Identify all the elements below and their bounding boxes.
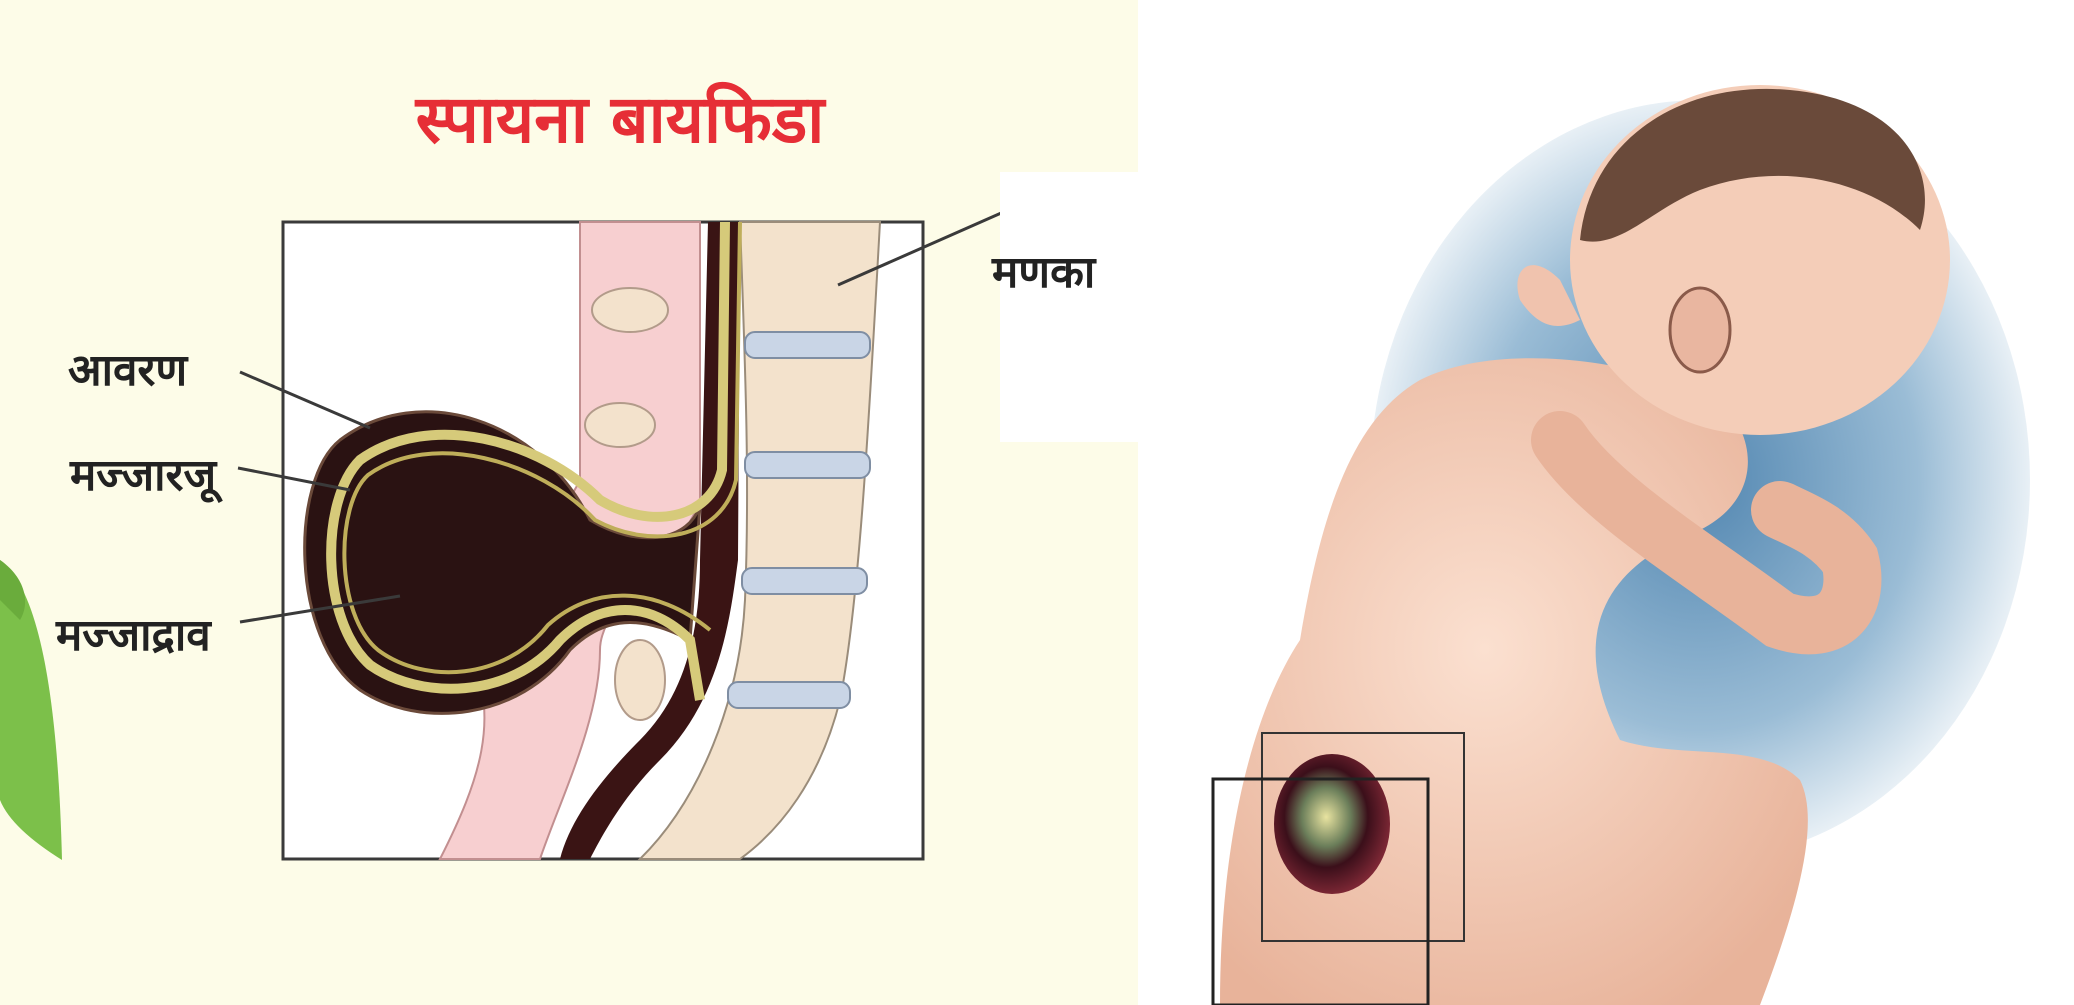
label-csf: मज्जाद्राव xyxy=(56,603,211,663)
label-spinal-cord: मज्जारजू xyxy=(70,443,216,503)
diagram-title: स्पायना बायफिडा xyxy=(300,72,940,162)
spina-bifida-lesion xyxy=(1274,754,1390,894)
spine-cross-section-diagram xyxy=(283,222,923,859)
baby-illustration xyxy=(1138,0,2074,1005)
label-membrane: आवरण xyxy=(68,338,187,398)
label-vertebra: मणका xyxy=(992,240,1095,300)
